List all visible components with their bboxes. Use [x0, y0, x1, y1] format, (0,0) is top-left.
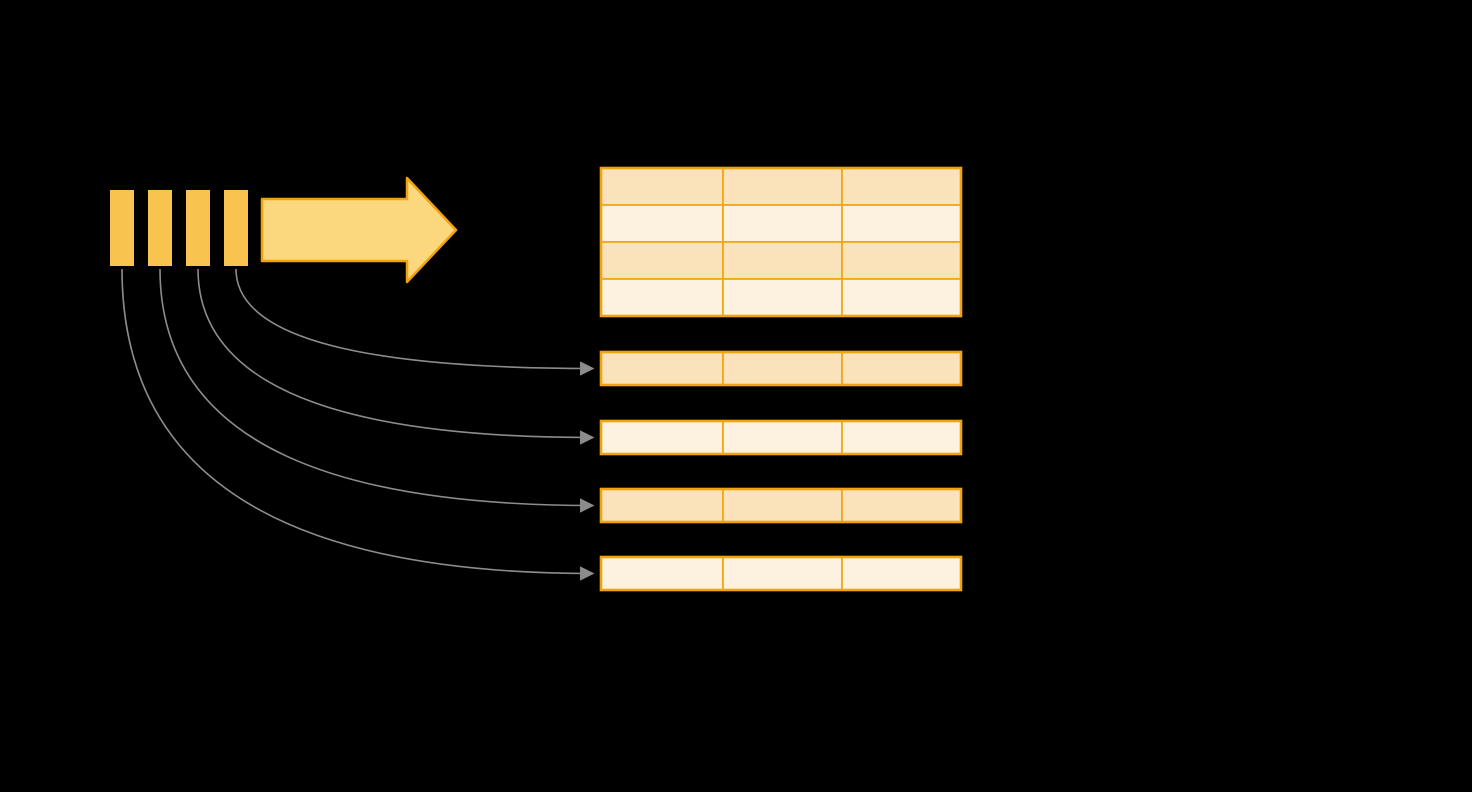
- table-cell: [600, 351, 724, 386]
- table-cell: [600, 204, 724, 243]
- table-cell: [600, 488, 724, 523]
- table-cell: [600, 167, 724, 206]
- table-border: [599, 487, 963, 524]
- record-batch-stream: [110, 190, 248, 266]
- row-table-4: [599, 555, 963, 592]
- connector-group: [121, 268, 595, 581]
- table-cell: [722, 420, 843, 455]
- connector-arrow: [121, 268, 595, 581]
- table-cell: [841, 556, 962, 591]
- main-table: [599, 166, 963, 318]
- flow-arrow: [260, 176, 458, 284]
- table-cell: [722, 488, 843, 523]
- table-cell: [722, 278, 843, 317]
- table-cell: [841, 241, 962, 280]
- table-cell: [722, 204, 843, 243]
- connector-arrow: [159, 268, 595, 513]
- table-cell: [841, 420, 962, 455]
- table-cell: [841, 167, 962, 206]
- table-cell: [841, 488, 962, 523]
- connector-arrow: [235, 268, 595, 376]
- connector-arrow: [197, 268, 595, 445]
- stream-bar: [186, 190, 210, 266]
- table-border: [599, 555, 963, 592]
- table-cell: [600, 278, 724, 317]
- row-table-3: [599, 487, 963, 524]
- table-cell: [600, 241, 724, 280]
- table-cell: [722, 351, 843, 386]
- table-cell: [841, 351, 962, 386]
- table-cell: [722, 241, 843, 280]
- stream-bar: [224, 190, 248, 266]
- table-cell: [722, 556, 843, 591]
- stream-bar: [148, 190, 172, 266]
- table-cell: [841, 204, 962, 243]
- table-border: [599, 350, 963, 387]
- table-cell: [600, 556, 724, 591]
- row-table-1: [599, 350, 963, 387]
- row-table-2: [599, 419, 963, 456]
- table-cell: [722, 167, 843, 206]
- table-cell: [600, 420, 724, 455]
- table-cell: [841, 278, 962, 317]
- table-border: [599, 166, 963, 318]
- stream-bar: [110, 190, 134, 266]
- table-border: [599, 419, 963, 456]
